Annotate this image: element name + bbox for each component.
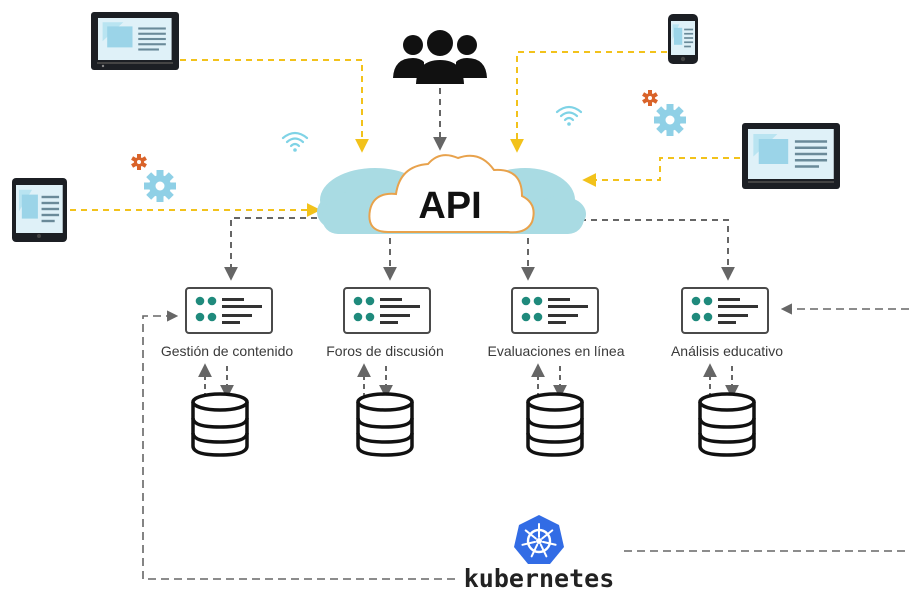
- database-icon: [526, 392, 584, 457]
- service-panel-icon: [185, 287, 273, 334]
- monitor-icon: [742, 123, 840, 189]
- api-label: API: [418, 185, 481, 227]
- users-icon: [393, 30, 487, 84]
- service-label: Gestión de contenido: [161, 343, 294, 359]
- gear-icon: [144, 170, 176, 202]
- kubernetes-wheel-icon: [514, 515, 564, 564]
- service-evaluaciones-en-linea: Evaluaciones en línea: [488, 287, 625, 359]
- database-icon: [698, 392, 756, 457]
- kubernetes-label: kubernetes: [464, 564, 615, 590]
- phone-icon: [668, 14, 698, 64]
- service-gestion-contenido: Gestión de contenido: [161, 287, 294, 359]
- service-db-links: [198, 363, 739, 399]
- gear-icon: [642, 90, 658, 106]
- service-label: Foros de discusión: [326, 343, 444, 359]
- api-cloud-outline: [368, 154, 535, 234]
- service-label: Análisis educativo: [671, 343, 783, 359]
- service-panel-icon: [343, 287, 431, 334]
- service-panel-icon: [511, 287, 599, 334]
- api-service-links: [224, 217, 735, 281]
- gear-icon: [654, 104, 686, 136]
- service-foros-discusion: Foros de discusión: [326, 287, 444, 359]
- gear-icon: [131, 154, 147, 170]
- database-icon: [356, 392, 414, 457]
- laptop-icon: [91, 12, 179, 70]
- link-phone-to-api: [510, 51, 667, 153]
- client-links: [70, 51, 740, 217]
- api-cloud: API: [317, 154, 586, 234]
- service-analisis-educativo: Análisis educativo: [671, 287, 783, 359]
- tablet-icon: [12, 178, 67, 242]
- link-monitor-to-api: [582, 157, 740, 187]
- service-panel-icon: [681, 287, 769, 334]
- wifi-icon: [555, 105, 583, 127]
- wifi-icon: [281, 131, 309, 153]
- database-icon: [191, 392, 249, 457]
- kubernetes-links: [142, 303, 909, 580]
- service-label: Evaluaciones en línea: [488, 343, 625, 359]
- link-laptop-to-api: [180, 59, 369, 153]
